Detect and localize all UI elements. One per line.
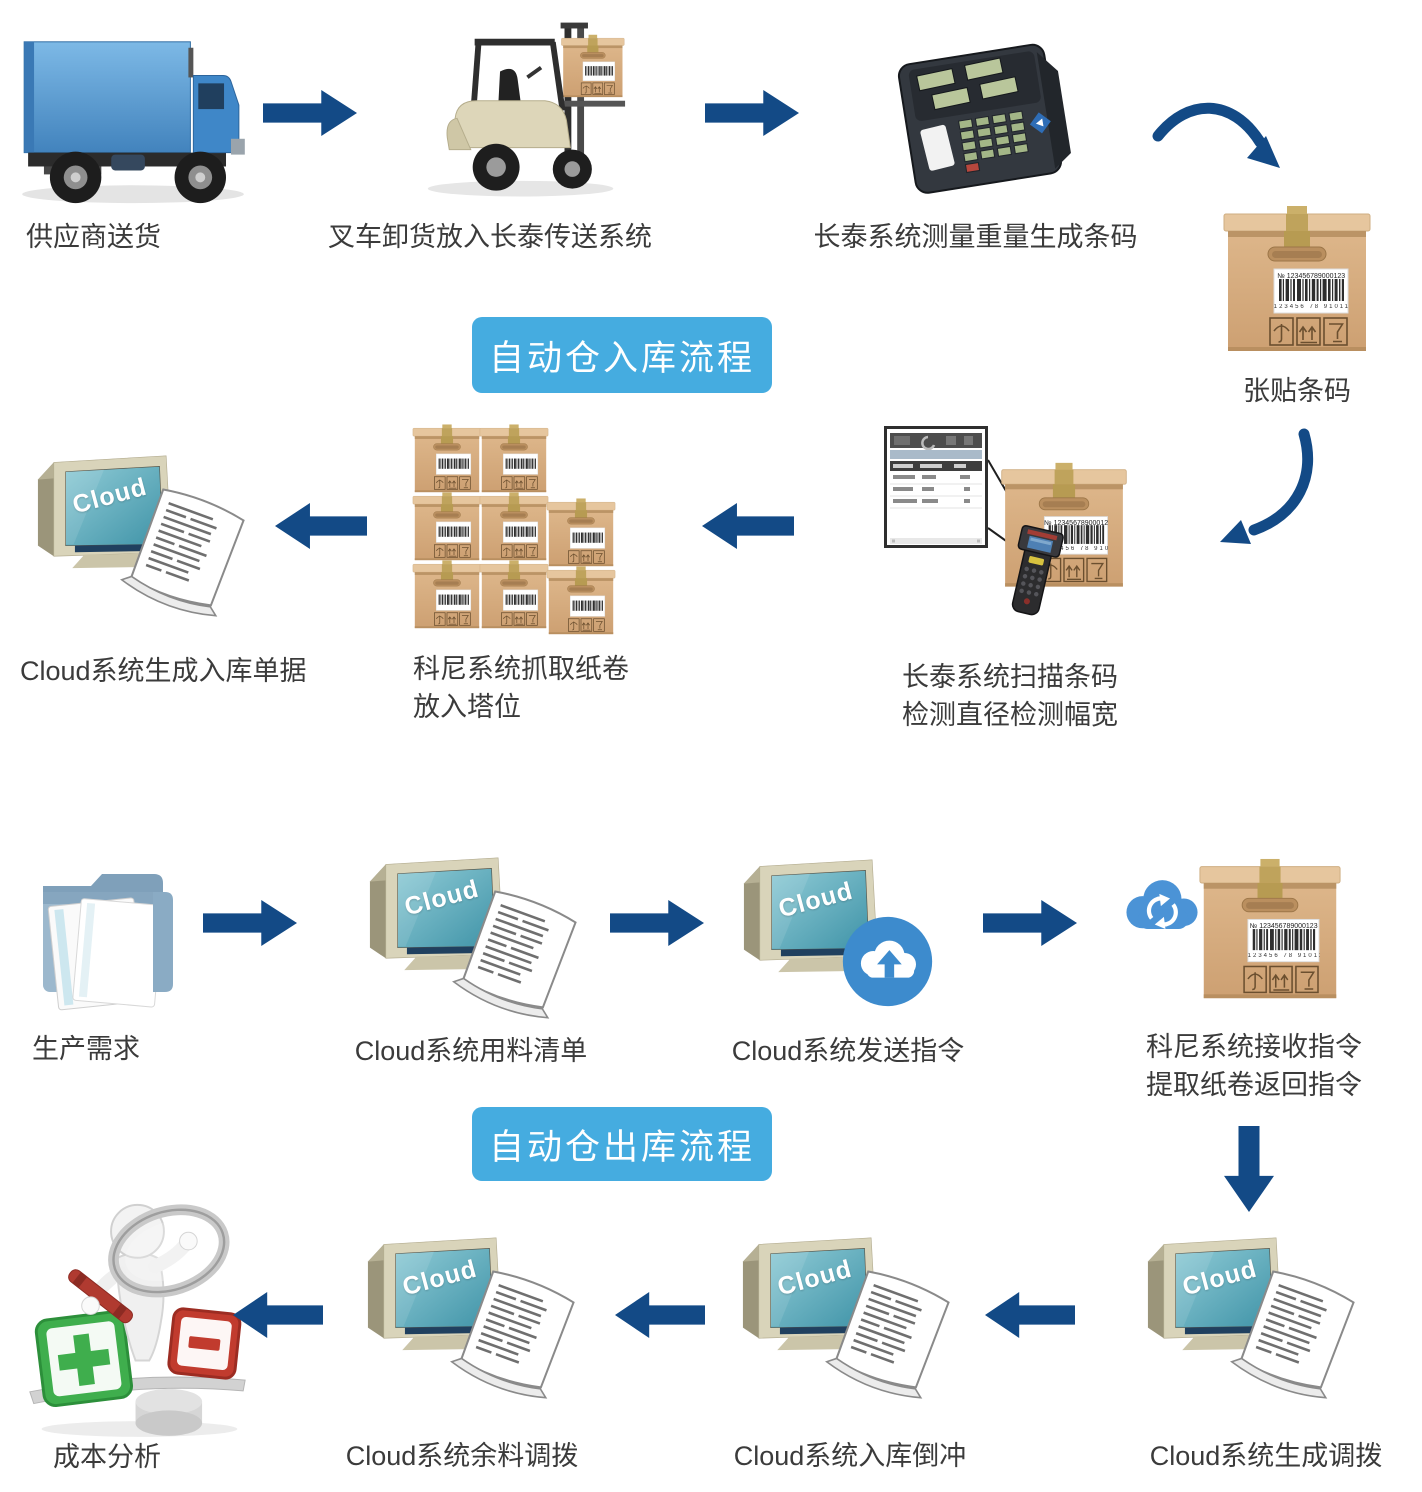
step-label-koni-grab: 科尼系统抓取纸卷 放入塔位: [413, 654, 629, 722]
step-label-paste-barcode: 张贴条码: [1243, 376, 1351, 406]
outbound-process-banner: 自动仓出库流程: [472, 1107, 772, 1181]
cardboard-box-icon: [412, 560, 482, 630]
receipt-icon: [823, 1266, 961, 1402]
barcode-digits: 123456 78 91011 7: [1044, 546, 1108, 553]
arrow-right-icon: [705, 90, 799, 136]
cardboard-box-icon: [546, 498, 616, 568]
cloud-monitor-receipt-icon: Cloud: [1140, 1226, 1366, 1402]
cardboard-box-icon: [412, 492, 482, 562]
step-label-cloud-generate-transfer: Cloud系统生成调拨: [1149, 1441, 1383, 1471]
arrow-left-icon: [615, 1292, 705, 1338]
barcode-box-icon: № 123456789000123 123456 78 91011 7: [1198, 858, 1342, 1002]
weighing-terminal-icon: [876, 32, 1081, 207]
step-label-cost-analysis: 成本分析: [53, 1442, 161, 1472]
arrow-left-icon: [985, 1292, 1075, 1338]
cloud-monitor-receipt-icon: Cloud: [735, 1226, 961, 1402]
folder-documents-icon: [25, 852, 185, 1012]
cloud-monitor-receipt-icon: Cloud: [360, 1226, 586, 1402]
handheld-scanner-icon: [1004, 520, 1064, 622]
barcode-box-icon: № 123456789000123 123456 78 91011 7: [1222, 205, 1372, 355]
cloud-monitor-upload-icon: Cloud: [736, 848, 936, 1013]
barcode-box-icon: № 123456789000123 123456 78 91011 7: [1000, 462, 1128, 590]
cardboard-box-icon: [479, 492, 549, 562]
step-label-cloud-send-cmd: Cloud系统发送指令: [731, 1036, 965, 1066]
receipt-icon: [1228, 1266, 1366, 1402]
receipt-icon: [118, 484, 256, 620]
barcode-number: № 123456789000123: [1044, 519, 1109, 527]
barcode-number: № 123456789000123: [1249, 922, 1318, 930]
delivery-truck-icon: [14, 24, 252, 212]
box-stack-icon: [412, 424, 618, 638]
barcode-number: № 123456789000123: [1277, 272, 1346, 280]
step-label-supplier-delivery: 供应商送货: [26, 222, 161, 252]
step-label-weigh-barcode: 长泰系统测量重量生成条码: [813, 222, 1138, 252]
arrow-right-icon: [983, 900, 1077, 946]
cardboard-box-icon: [412, 424, 482, 494]
barcode-digits: 123456 78 91011 7: [1273, 304, 1349, 310]
cloud-monitor-receipt-icon: Cloud: [30, 444, 256, 620]
arrow-right-icon: [203, 900, 297, 946]
cardboard-box-icon: [479, 424, 549, 494]
receipt-icon: [448, 1266, 586, 1402]
box-sync-group: № 123456789000123 123456 78 91011 7: [1118, 856, 1344, 1012]
barcode-digits: 123456 78 91011 7: [1247, 953, 1320, 960]
receipt-icon: [450, 886, 588, 1022]
arrow-left-icon: [702, 503, 794, 549]
inbound-process-banner: 自动仓入库流程: [472, 317, 772, 393]
arrow-right-icon: [610, 900, 704, 946]
cardboard-box-icon: [479, 560, 549, 630]
curved-arrow-down-left-icon: [1206, 428, 1324, 560]
cost-analysis-figure-icon: [22, 1186, 252, 1444]
step-label-cloud-material-list: Cloud系统用料清单: [354, 1036, 588, 1066]
cloud-monitor-receipt-icon: Cloud: [362, 846, 588, 1022]
step-label-cloud-surplus-transfer: Cloud系统余料调拨: [345, 1441, 579, 1471]
step-label-forklift-unload: 叉车卸货放入长泰传送系统: [328, 222, 652, 252]
forklift-with-box-icon: [418, 20, 628, 202]
step-label-scan-detect: 长泰系统扫描条码 检测直径检测幅宽: [902, 662, 1118, 730]
step-label-cloud-inbound-backflush: Cloud系统入库倒冲: [733, 1441, 967, 1471]
scan-result-screen-icon: [884, 426, 988, 548]
curved-arrow-down-right-icon: [1152, 92, 1297, 187]
step-label-cloud-inbound-doc: Cloud系统生成入库单据: [20, 656, 307, 686]
arrow-right-icon: [263, 90, 357, 136]
barcode-scanning-group: № 123456789000123 123456 78 91011 7: [876, 424, 1148, 624]
cloud-upload-icon: [840, 914, 935, 1009]
arrow-down-icon: [1224, 1126, 1274, 1212]
step-label-production-demand: 生产需求: [32, 1034, 140, 1064]
step-label-koni-receive: 科尼系统接收指令 提取纸卷返回指令: [1146, 1032, 1362, 1100]
arrow-left-icon: [275, 503, 367, 549]
cloud-sync-icon: [1118, 874, 1206, 939]
cardboard-box-icon: [546, 566, 616, 636]
